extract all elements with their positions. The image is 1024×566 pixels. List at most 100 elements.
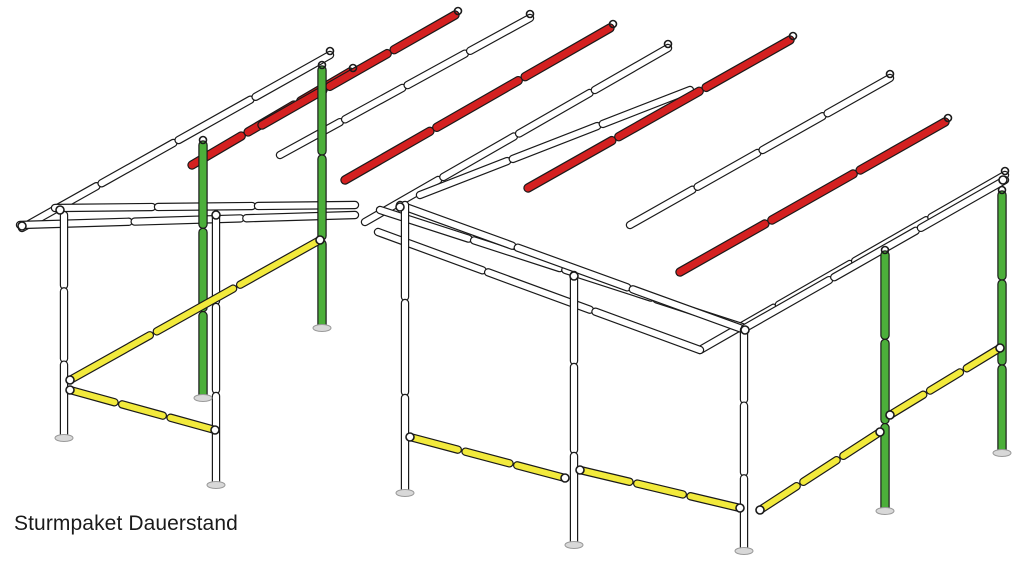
roof-storm-hook-2: [453, 6, 463, 16]
upright-hook-1: [198, 135, 208, 145]
roof-rafter-2-section-2: [340, 83, 407, 124]
roof-storm-pole-4-section-3: [701, 35, 795, 93]
roof-storm-hook-3: [608, 19, 618, 29]
diagonal-brace-1-section-2: [152, 284, 238, 336]
right-back-beam-section-1: [740, 275, 834, 333]
roof-rafter-1-section-3: [174, 95, 255, 145]
upright-hook-3: [880, 245, 890, 255]
diagonal-brace-1-section-1: [65, 331, 155, 385]
roof-storm-hook-4: [788, 31, 798, 41]
brace-joint-4-b: [735, 503, 745, 513]
right-ridge-beam-section-3: [628, 285, 750, 335]
roof-storm-pole-4-section-1: [523, 135, 617, 193]
right-eave-beam-section-2: [469, 236, 564, 273]
upright-foot-2: [312, 324, 332, 332]
left-front-beam-section-1: [15, 217, 133, 230]
roof-storm-hook-1: [348, 63, 358, 73]
roof-rafter-2-section-3: [403, 49, 470, 90]
brace-joint-3-b: [560, 473, 570, 483]
leg-foot-1: [54, 434, 74, 442]
foot-plates: [54, 324, 1012, 555]
right-back-beam-section-2: [830, 226, 920, 282]
diagonal-braces: [65, 235, 1005, 515]
roof-rafter-3-section-3: [514, 88, 594, 138]
rafter-hook-2: [525, 9, 535, 19]
roof-storm-hook-5: [943, 113, 953, 123]
right-front-beam-section-3: [591, 307, 705, 355]
roof-rafter-3-section-4: [590, 43, 673, 95]
corner-connector-3: [395, 202, 405, 212]
roof-rafter-2-section-4: [465, 13, 535, 56]
corner-connector-2: [55, 205, 65, 215]
left-back-beam-section-3: [253, 200, 360, 211]
diagonal-brace-4-section-1: [575, 465, 634, 486]
roof-storm-pole-2-section-1: [257, 85, 328, 130]
brace-joint-1-b: [315, 235, 325, 245]
left-front-beam-section-2: [130, 214, 245, 226]
rafter-hook-5: [1000, 166, 1010, 176]
diagonal-brace-4-section-2: [633, 479, 687, 499]
upright-storm-poles: [198, 65, 1007, 513]
upright-foot-1: [193, 394, 213, 402]
diagonal-brace-2-section-2: [117, 400, 168, 420]
diagonal-brace-5-section-2: [799, 455, 841, 487]
diagonal-brace-5-section-3: [839, 427, 885, 461]
roof-rafter-4-section-4: [823, 73, 895, 118]
diagonal-brace-3-section-2: [461, 447, 514, 468]
corner-connector-7: [569, 271, 579, 281]
upright-hook-2: [317, 60, 327, 70]
roof-storm-pole-5-section-1: [675, 219, 770, 277]
rafter-hook-1: [325, 46, 335, 56]
diagonal-brace-3-section-3: [513, 461, 570, 483]
roof-storm-pole-4-section-2: [614, 86, 704, 142]
roof-rafter-3-section-1: [360, 175, 443, 227]
roof-rafter-extra-2-section-3: [598, 85, 695, 129]
frame-poles: [15, 13, 1010, 553]
roof-rafter-4-section-1: [625, 185, 697, 230]
leg-foot-2: [206, 481, 226, 489]
rafter-hook-3: [663, 39, 673, 49]
leg-foot-5: [734, 547, 754, 555]
rafter-hook-4: [885, 69, 895, 79]
upright-hook-4: [997, 185, 1007, 195]
upright-foot-3: [875, 507, 895, 515]
right-front-beam-section-1: [373, 227, 487, 275]
leg-foot-4: [564, 541, 584, 549]
roof-storm-pole-3-section-3: [520, 23, 615, 82]
brace-joint-6-a: [885, 410, 895, 420]
connector-joints: [17, 6, 1010, 515]
roof-rafter-4-section-3: [758, 112, 827, 155]
leg-foot-3: [395, 489, 415, 497]
right-ridge-beam-section-1: [395, 200, 517, 250]
roof-storm-pole-5-section-3: [855, 117, 950, 175]
diagonal-brace-5-section-1: [755, 481, 801, 515]
diagonal-brace-4-section-3: [686, 492, 745, 513]
corner-connector-6: [211, 210, 221, 220]
right-eave-beam-section-1: [375, 205, 473, 243]
diagonal-brace-6-section-1: [885, 390, 928, 420]
right-back-beam-section-3: [916, 175, 1010, 233]
roof-rafter-4-section-2: [693, 148, 762, 191]
roof-rafter-1-section-4: [251, 50, 335, 101]
roof-storm-pole-2-section-2: [325, 48, 392, 92]
roof-rafter-3-section-2: [439, 132, 519, 182]
roof-storm-poles: [187, 10, 950, 277]
corner-connector-5: [998, 175, 1008, 185]
roof-storm-pole-2-section-3: [389, 10, 460, 55]
roof-storm-pole-5-section-2: [767, 169, 858, 225]
diagonal-brace-2-section-1: [65, 385, 119, 407]
roof-storm-pole-3-section-2: [432, 75, 523, 133]
diagonal-brace-2-section-3: [166, 413, 220, 435]
roof-rafter-extra-2-section-2: [508, 121, 602, 164]
upright-foot-4: [992, 449, 1012, 457]
corner-connector-1: [17, 221, 27, 231]
brace-joint-1-a: [65, 375, 75, 385]
brace-joint-4-a: [575, 465, 585, 475]
brace-joint-2-b: [210, 425, 220, 435]
brace-joint-2-a: [65, 385, 75, 395]
brace-joint-5-a: [755, 505, 765, 515]
left-back-beam-section-1: [50, 202, 157, 213]
roof-rafter-extra-2-section-1: [415, 156, 512, 200]
roof-rafter-1-section-2: [97, 138, 178, 188]
